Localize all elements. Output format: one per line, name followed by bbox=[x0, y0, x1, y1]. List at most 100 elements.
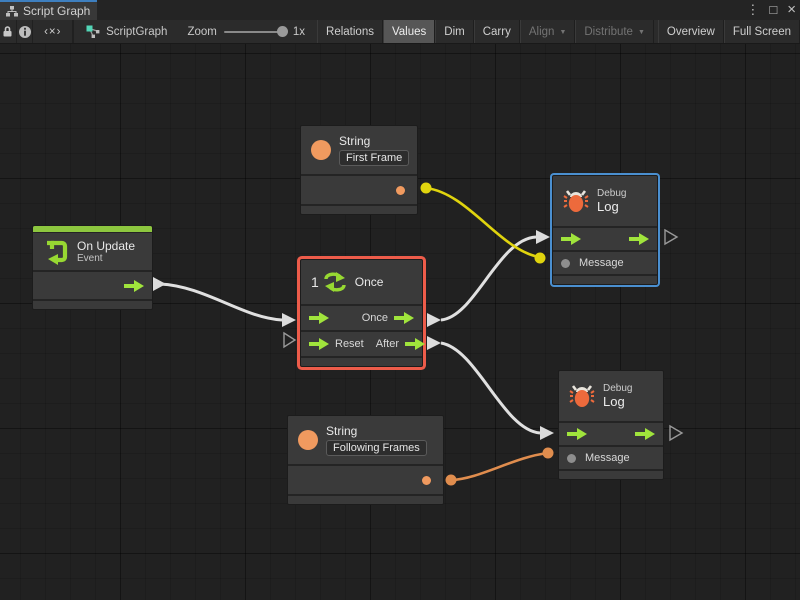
overview-button[interactable]: Overview bbox=[657, 20, 724, 43]
tab-script-graph[interactable]: Script Graph bbox=[0, 0, 97, 20]
distribute-label: Distribute bbox=[584, 25, 633, 38]
node-on-update-event[interactable]: On Update Event bbox=[32, 225, 153, 310]
flow-input-port[interactable] bbox=[561, 233, 581, 245]
string-value-input[interactable]: Following Frames bbox=[326, 440, 427, 456]
code-view-button[interactable]: ‹×› bbox=[33, 20, 74, 43]
graph-tab-icon bbox=[6, 5, 18, 16]
relations-button[interactable]: Relations bbox=[317, 20, 383, 43]
port-label-message: Message bbox=[585, 452, 630, 464]
graph-name: ScriptGraph bbox=[106, 25, 168, 38]
maximize-icon[interactable]: □ bbox=[769, 2, 778, 17]
info-icon bbox=[18, 25, 31, 38]
zoom-control: Zoom 1x bbox=[177, 20, 315, 43]
node-footer bbox=[301, 204, 417, 214]
message-input-port[interactable] bbox=[567, 453, 576, 463]
graph-breadcrumb[interactable]: ScriptGraph bbox=[73, 20, 177, 43]
values-button[interactable]: Values bbox=[382, 20, 436, 43]
bug-icon bbox=[563, 190, 589, 212]
node-footer bbox=[559, 469, 663, 479]
bug-icon bbox=[569, 385, 595, 407]
chevron-down-icon: ▼ bbox=[637, 29, 645, 36]
port-label-after: After bbox=[375, 338, 399, 350]
node-footer bbox=[553, 274, 657, 284]
string-literal-icon bbox=[311, 140, 331, 160]
flow-output-port[interactable] bbox=[629, 233, 649, 245]
event-accent-bar bbox=[33, 226, 152, 232]
string-literal-icon bbox=[298, 430, 318, 450]
flow-port-row bbox=[553, 226, 657, 250]
carry-button[interactable]: Carry bbox=[473, 20, 520, 43]
node-header: 1 Once bbox=[301, 260, 422, 304]
once-badge: 1 bbox=[311, 274, 319, 290]
output-port-row bbox=[288, 464, 443, 494]
title-bar: Script Graph ⋮ □ × bbox=[0, 0, 800, 20]
align-label: Align bbox=[528, 25, 555, 38]
node-header: Debug Log bbox=[553, 176, 657, 226]
message-port-row: Message bbox=[559, 445, 663, 469]
port-label-message: Message bbox=[579, 257, 624, 269]
node-header: On Update Event bbox=[33, 232, 152, 270]
node-debug-log-top[interactable]: Debug Log Message bbox=[552, 175, 658, 285]
full-screen-button[interactable]: Full Screen bbox=[723, 20, 800, 43]
lock-icon bbox=[3, 26, 12, 37]
node-debug-log-bottom[interactable]: Debug Log Message bbox=[558, 370, 664, 480]
zoom-slider[interactable] bbox=[223, 25, 288, 37]
zoom-slider-handle[interactable] bbox=[276, 25, 288, 37]
node-category: Debug bbox=[603, 383, 633, 394]
port-label-once: Once bbox=[361, 312, 388, 324]
string-output-port[interactable] bbox=[396, 185, 405, 195]
node-footer bbox=[288, 494, 443, 504]
flow-output-port[interactable] bbox=[635, 428, 655, 440]
string-output-port[interactable] bbox=[422, 475, 431, 485]
close-icon[interactable]: × bbox=[787, 1, 796, 18]
node-header: String Following Frames bbox=[288, 416, 443, 464]
node-title: String bbox=[326, 424, 358, 438]
flow-input-port[interactable] bbox=[309, 312, 329, 324]
node-title: Log bbox=[597, 199, 619, 214]
node-title: Log bbox=[603, 394, 625, 409]
window-controls: ⋮ □ × bbox=[746, 0, 796, 20]
port-row-once: Once bbox=[301, 304, 422, 330]
message-port-row: Message bbox=[553, 250, 657, 274]
code-view-icon: ‹×› bbox=[44, 25, 62, 38]
port-label-reset: Reset bbox=[335, 338, 364, 350]
distribute-dropdown[interactable]: Distribute ▼ bbox=[575, 20, 654, 43]
zoom-label: Zoom bbox=[187, 25, 217, 38]
flow-output-after-port[interactable] bbox=[404, 338, 425, 350]
lock-button[interactable] bbox=[0, 20, 17, 43]
node-once[interactable]: 1 Once Once Reset After bbox=[300, 259, 425, 367]
node-title: String bbox=[339, 134, 371, 148]
flow-output-once-port[interactable] bbox=[394, 312, 414, 324]
once-loop-icon bbox=[324, 272, 346, 292]
info-button[interactable] bbox=[17, 20, 34, 43]
tab-title: Script Graph bbox=[23, 4, 91, 18]
node-category: Debug bbox=[597, 188, 627, 199]
port-row-reset-after: Reset After bbox=[301, 330, 425, 356]
flow-reset-input-port[interactable] bbox=[309, 338, 329, 350]
node-title: Once bbox=[354, 275, 384, 289]
output-port-row bbox=[33, 270, 152, 299]
node-title: On Update bbox=[77, 239, 136, 253]
node-header: Debug Log bbox=[559, 371, 663, 421]
string-value-input[interactable]: First Frame bbox=[339, 150, 410, 166]
dim-button[interactable]: Dim bbox=[435, 20, 474, 43]
output-port-row bbox=[301, 174, 417, 204]
node-subtitle: Event bbox=[77, 253, 103, 264]
align-dropdown[interactable]: Align ▼ bbox=[519, 20, 576, 43]
toolbar: ‹×› ScriptGraph Zoom 1x Relations Values… bbox=[0, 20, 800, 44]
flow-output-port[interactable] bbox=[124, 279, 144, 292]
node-string-following-frames[interactable]: String Following Frames bbox=[287, 415, 444, 505]
node-footer bbox=[33, 299, 152, 309]
node-header: String First Frame bbox=[301, 126, 417, 174]
window-menu-icon[interactable]: ⋮ bbox=[746, 2, 760, 17]
flow-input-port[interactable] bbox=[567, 428, 587, 440]
script-graph-icon bbox=[86, 25, 100, 38]
message-input-port[interactable] bbox=[561, 258, 570, 268]
update-loop-icon bbox=[47, 240, 68, 265]
flow-port-row bbox=[559, 421, 663, 445]
node-string-first-frame[interactable]: String First Frame bbox=[300, 125, 418, 215]
chevron-down-icon: ▼ bbox=[559, 29, 567, 36]
zoom-value: 1x bbox=[292, 25, 306, 38]
toolbar-buttons: Relations Values Dim Carry Align ▼ Distr… bbox=[317, 20, 800, 43]
